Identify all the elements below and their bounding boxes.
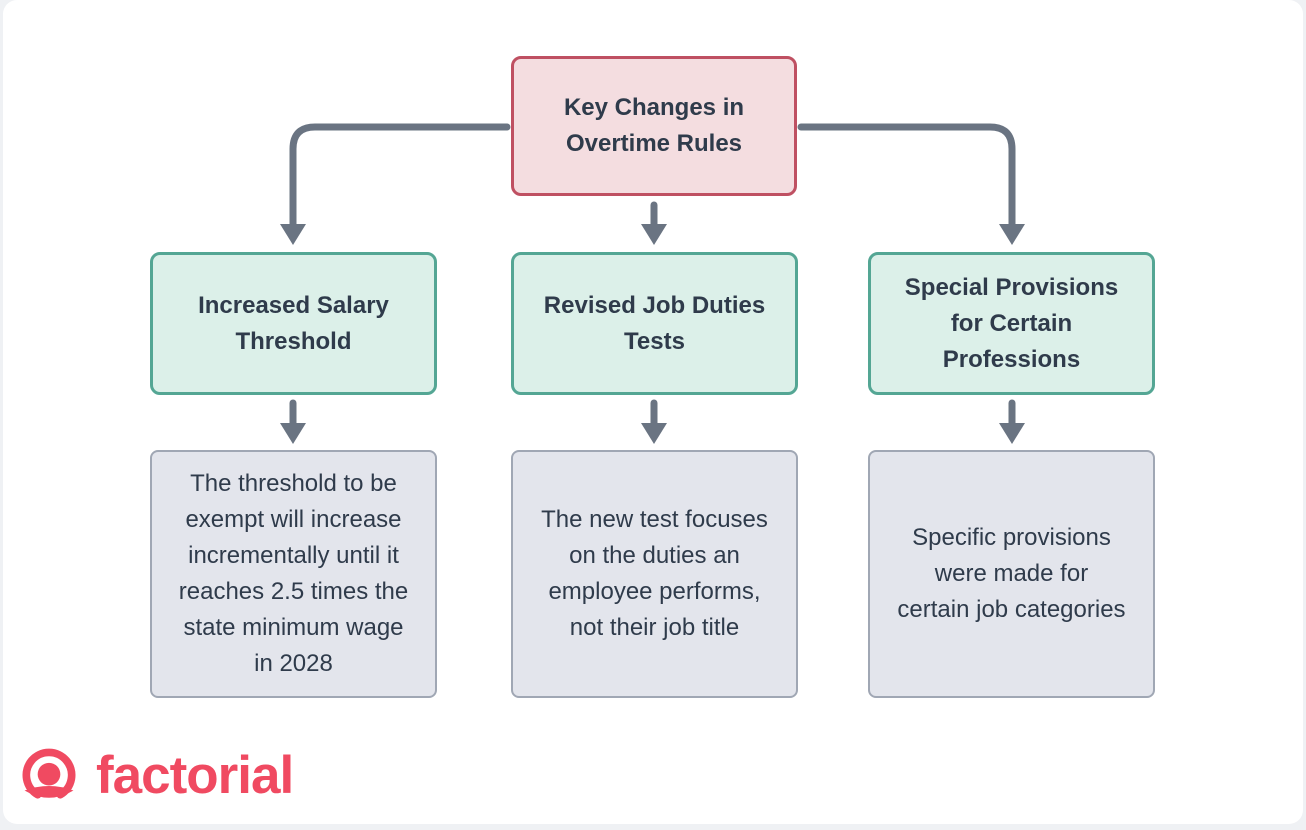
arrowhead-left: [280, 224, 306, 245]
arrowhead-right: [999, 224, 1025, 245]
description-node-salary-threshold: The threshold to be exempt will increase…: [150, 450, 437, 698]
connector-root-to-left: [289, 123, 511, 228]
branch-node-increased-salary-threshold: Increased Salary Threshold: [150, 252, 437, 395]
brand-wordmark: factorial: [96, 746, 294, 805]
root-node: Key Changes in Overtime Rules: [511, 56, 797, 196]
arrowhead-right-desc: [999, 423, 1025, 444]
description-node-special-provisions: Specific provisions were made for certai…: [868, 450, 1155, 698]
arrowhead-middle-desc: [641, 423, 667, 444]
arrowhead-left-desc: [280, 423, 306, 444]
branch-node-revised-job-duties-tests: Revised Job Duties Tests: [511, 252, 798, 395]
connector-root-to-right: [797, 123, 1016, 228]
person-in-circle-icon: [22, 748, 76, 799]
brand-logo: factorial: [20, 744, 294, 808]
branch-node-special-provisions: Special Provisions for Certain Professio…: [868, 252, 1155, 395]
arrowhead-middle: [641, 224, 667, 245]
description-node-job-duties: The new test focuses on the duties an em…: [511, 450, 798, 698]
